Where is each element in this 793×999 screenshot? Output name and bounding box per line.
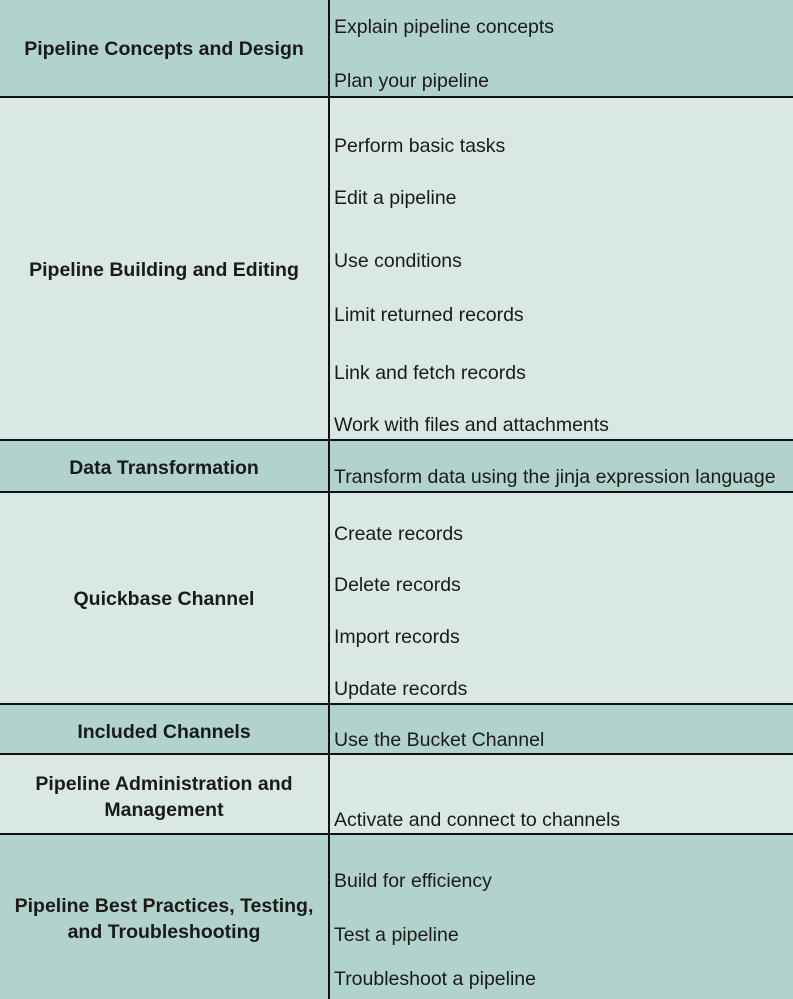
table-row: Pipeline Administration and Management A… [0, 753, 793, 835]
list-item: Create records [334, 523, 463, 545]
category-cell: Data Transformation [69, 457, 259, 479]
list-item: Activate and connect to channels [334, 809, 621, 831]
list-item: Use the Bucket Channel [334, 729, 545, 751]
list-item: Delete records [334, 574, 461, 596]
list-item: Test a pipeline [334, 924, 459, 946]
category-cell: Pipeline Best Practices, Testing, and Tr… [14, 895, 314, 943]
list-item: Edit a pipeline [334, 187, 457, 209]
list-item: Plan your pipeline [334, 70, 490, 92]
category-cell: Quickbase Channel [73, 588, 255, 610]
list-item: Transform data using the jinja expressio… [334, 466, 776, 488]
table-row: Included Channels Use the Bucket Channel [0, 703, 793, 755]
category-cell: Included Channels [77, 721, 251, 743]
list-item: Work with files and attachments [334, 414, 609, 436]
list-item: Explain pipeline concepts [334, 16, 555, 38]
list-item: Perform basic tasks [334, 135, 506, 157]
list-item: Update records [334, 678, 468, 700]
list-item: Import records [334, 626, 460, 648]
list-item: Link and fetch records [334, 362, 526, 384]
category-cell: Pipeline Administration and Management [35, 773, 293, 821]
list-item: Build for efficiency [334, 870, 492, 892]
column-divider [328, 0, 330, 999]
list-item: Use conditions [334, 250, 462, 272]
table-row: Data Transformation Transform data using… [0, 439, 793, 493]
table-row: Pipeline Concepts and Design Explain pip… [0, 0, 793, 97]
category-cell: Pipeline Building and Editing [29, 258, 299, 281]
list-item: Limit returned records [334, 304, 524, 326]
table-row: Pipeline Building and Editing Perform ba… [0, 96, 793, 441]
category-cell: Pipeline Concepts and Design [24, 37, 304, 60]
table-row: Quickbase Channel Create records Delete … [0, 491, 793, 705]
table-row: Pipeline Best Practices, Testing, and Tr… [0, 833, 793, 999]
list-item: Troubleshoot a pipeline [334, 968, 536, 990]
